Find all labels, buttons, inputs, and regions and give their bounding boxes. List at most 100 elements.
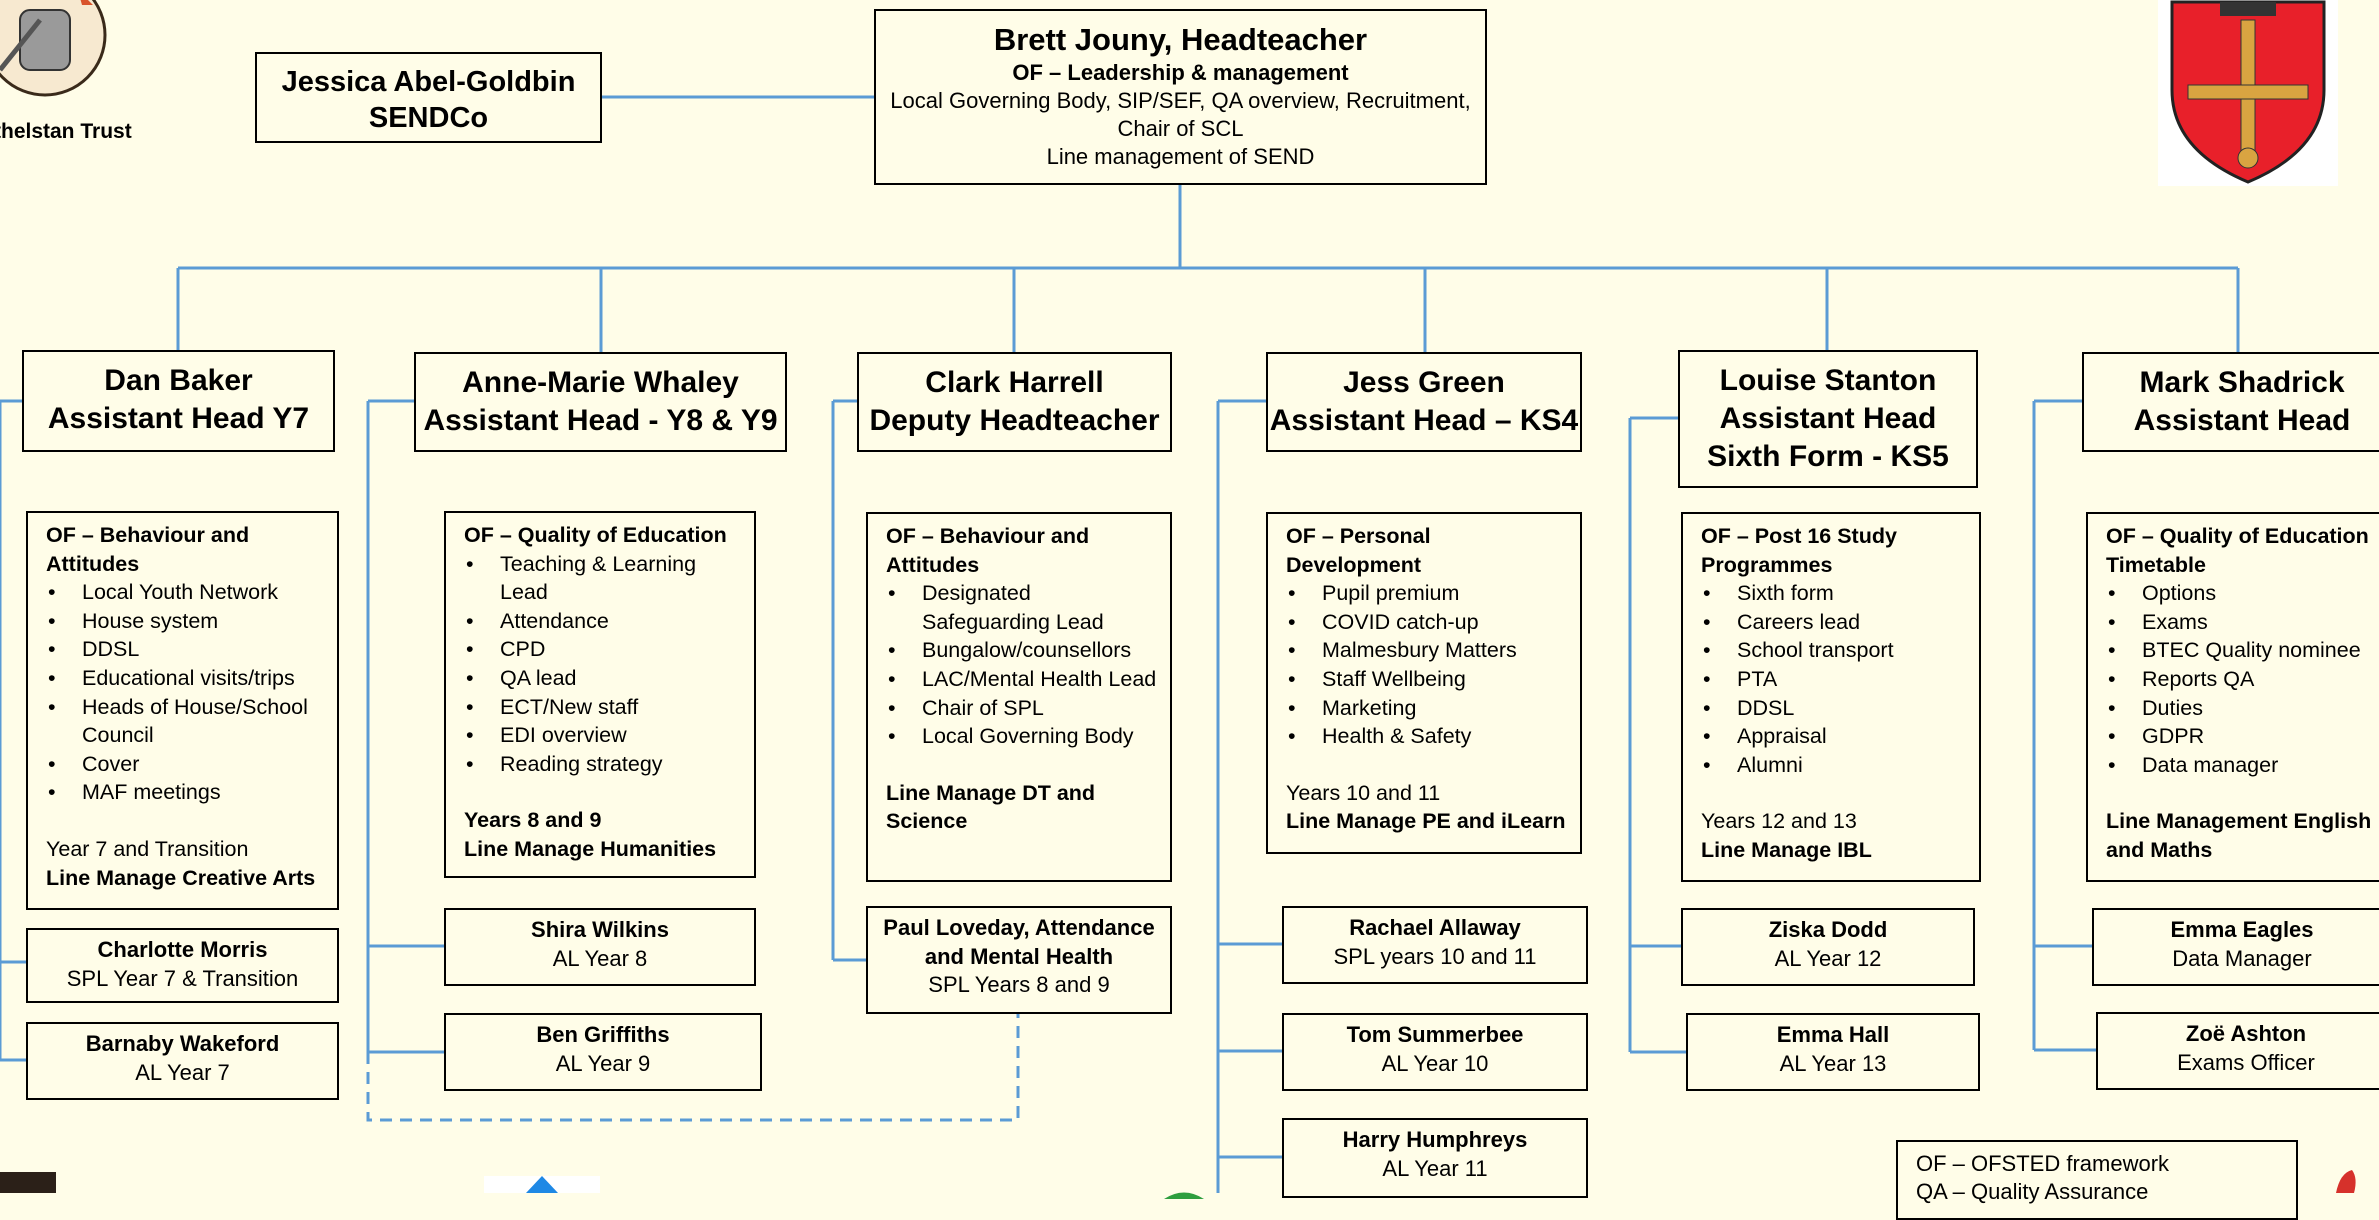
title-line: Assistant Head – KS4 [1269,404,1579,437]
staff-box: Emma Hall AL Year 13 [1686,1013,1980,1091]
duty-item: BTEC Quality nominee [2106,636,2379,665]
staff-box: Rachael Allaway SPL years 10 and 11 [1282,906,1588,984]
focus-line: Attitudes [46,551,140,576]
line-manage: Line Management English [2106,809,2372,834]
duty-item: Options [2106,579,2379,608]
focus-line: OF – Personal [1286,524,1431,548]
mark-shadrick-duties-box: OF – Quality of Education Timetable Opti… [2086,512,2379,882]
title-line: Assistant Head [2133,404,2351,437]
line-manage: Science [886,809,968,834]
title-line: Clark Harrell [925,366,1104,399]
duty-item: House system [46,607,327,636]
years-line: Years 10 and 11 [1286,780,1441,805]
duty-item: DDSL [1701,694,1969,723]
key-line: QA – Quality Assurance [1916,1179,2149,1204]
duty-item: Reports QA [2106,665,2379,694]
duty-item: GDPR [2106,722,2379,751]
staff-box: Tom Summerbee AL Year 10 [1282,1013,1588,1091]
duty-item: Pupil premium [1286,579,1570,608]
duty-item: Alumni [1701,751,1969,780]
title-line: Louise Stanton [1719,364,1937,397]
jess-green-title-box: Jess Green Assistant Head – KS4 [1266,352,1582,452]
staff-role: AL Year 13 [1779,1050,1887,1076]
focus-line: OF – Behaviour and [46,523,250,547]
duty-list: Pupil premium COVID catch-up Malmesbury … [1286,579,1570,751]
connector-lines [0,95,2240,1193]
duty-item: Attendance [464,607,744,636]
title-line: Assistant Head Y7 [47,402,310,435]
staff-name: Paul Loveday, Attendance and Mental Heal… [883,915,1155,969]
staff-name: Emma Hall [1776,1022,1890,1047]
staff-box: Paul Loveday, Attendance and Mental Heal… [866,906,1172,1014]
title-line: Assistant Head - Y8 & Y9 [423,404,778,437]
staff-role: Exams Officer [2177,1049,2315,1075]
line-manage: Line Manage DT and [886,780,1096,805]
duty-list: Sixth form Careers lead School transport… [1701,579,1969,779]
focus-line: Programmes [1701,552,1833,577]
title-line: Dan Baker [104,364,253,397]
staff-role: AL Year 10 [1381,1050,1489,1076]
clark-harrell-title-box: Clark Harrell Deputy Headteacher [857,352,1172,452]
staff-name: Emma Eagles [2170,917,2314,942]
dan-baker-title-box: Dan Baker Assistant Head Y7 [22,350,335,452]
head-duty-line: Local Governing Body, SIP/SEF, QA overvi… [890,88,1471,113]
trust-logo [0,0,110,100]
staff-name: Rachael Allaway [1349,915,1521,940]
duty-item: Careers lead [1701,608,1969,637]
trust-name: thelstan Trust [0,120,132,143]
duty-item: Cover [46,750,327,779]
head-name: Brett Jouny, Headteacher [993,22,1368,57]
title-line: Jess Green [1343,366,1505,399]
duty-item: Duties [2106,694,2379,723]
title-line: Mark Shadrick [2139,366,2345,399]
key-box: OF – OFSTED framework QA – Quality Assur… [1896,1140,2298,1220]
line-manage: Line Manage Humanities [464,836,717,861]
duty-item: Designated Safeguarding Lead [886,579,1160,636]
head-duty-line: Chair of SCL [1117,116,1244,141]
staff-name: Charlotte Morris [97,937,268,962]
staff-role: Data Manager [2172,945,2312,971]
staff-role: SPL Year 7 & Transition [66,965,299,991]
duty-item: Local Youth Network [46,578,327,607]
staff-name: Ziska Dodd [1768,917,1888,942]
focus-line: OF – Quality of Education [464,523,727,547]
focus-line: Attitudes [886,552,980,577]
duty-item: Marketing [1286,694,1570,723]
staff-box: Emma Eagles Data Manager [2092,908,2379,986]
duty-item: Educational visits/trips [46,664,327,693]
years-line: Years 12 and 13 [1701,809,1857,834]
staff-name: Tom Summerbee [1346,1022,1524,1047]
staff-name: Harry Humphreys [1342,1127,1528,1152]
duty-item: School transport [1701,636,1969,665]
focus-line: OF – Quality of Education [2106,524,2369,548]
bottom-blue-logo [484,1176,600,1193]
duty-item: PTA [1701,665,1969,694]
line-manage: and Maths [2106,837,2213,862]
duty-item: Local Governing Body [886,722,1160,751]
head-duty-line: Line management of SEND [1046,144,1315,169]
staff-name: Shira Wilkins [531,917,669,942]
duty-item: Reading strategy [464,750,744,779]
staff-box: Shira Wilkins AL Year 8 [444,908,756,986]
staff-role: AL Year 8 [552,945,648,971]
duty-item: LAC/Mental Health Lead [886,665,1160,694]
title-line: Sixth Form - KS5 [1707,440,1949,473]
focus-line: OF – Post 16 Study [1701,524,1897,548]
bottom-green-logo [1156,1186,1212,1199]
line-manage: Line Manage PE and iLearn [1286,809,1566,834]
bottom-right-emblem [2330,1168,2360,1193]
line-manage: Line Manage Creative Arts [46,865,316,890]
clark-harrell-duties-box: OF – Behaviour and Attitudes Designated … [866,512,1172,882]
focus-line: Development [1286,552,1422,577]
duty-list: Options Exams BTEC Quality nominee Repor… [2106,579,2379,779]
staff-box: Ziska Dodd AL Year 12 [1681,908,1975,986]
head-focus: OF – Leadership & management [1012,60,1349,85]
sendco-role: SENDCo [368,102,489,134]
staff-box: Zoë Ashton Exams Officer [2096,1012,2379,1090]
anne-marie-whaley-duties-box: OF – Quality of Education Teaching & Lea… [444,511,756,878]
headteacher-box: Brett Jouny, Headteacher OF – Leadership… [874,9,1487,185]
duty-item: Exams [2106,608,2379,637]
staff-role: SPL years 10 and 11 [1333,943,1537,969]
duty-item: QA lead [464,664,744,693]
louise-stanton-duties-box: OF – Post 16 Study Programmes Sixth form… [1681,512,1981,882]
